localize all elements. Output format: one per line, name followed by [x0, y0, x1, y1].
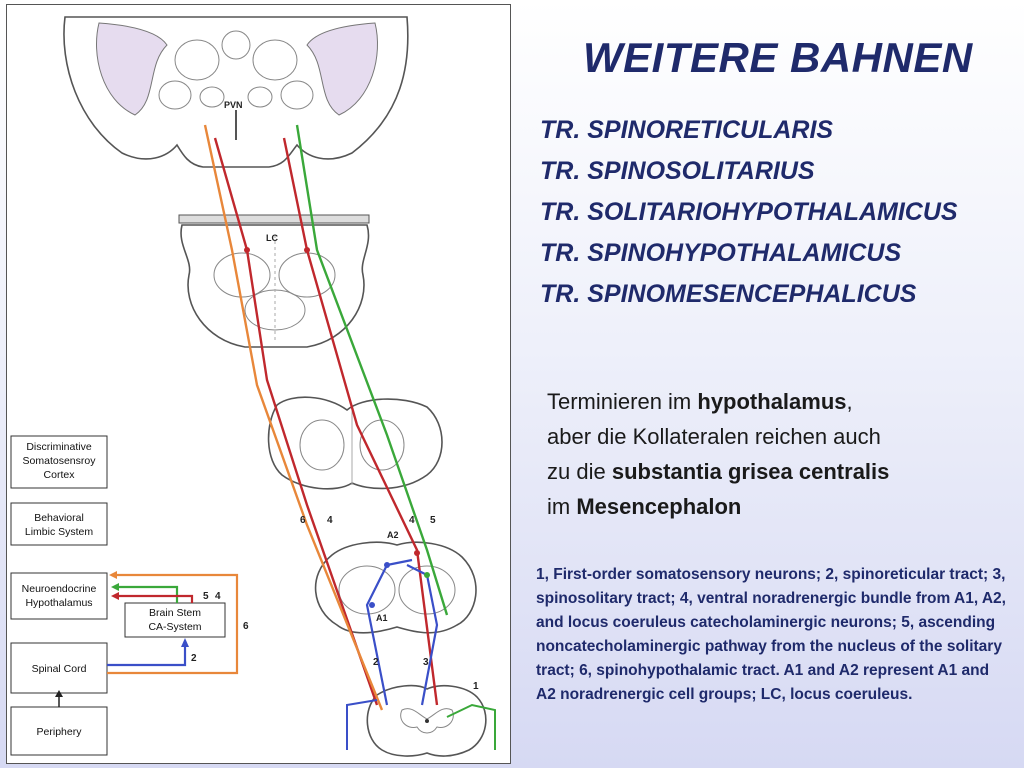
green-arrow: [119, 585, 179, 603]
a2-label: A2: [387, 530, 399, 540]
terminal-dot-5: [424, 572, 430, 578]
tract-item: TR. SPINOMESENCEPHALICUS: [540, 280, 917, 308]
red-arrow: [119, 594, 194, 603]
box-number-6: 6: [243, 621, 249, 632]
hypothalamus-tissue-right: [306, 22, 378, 116]
pathway-diagram: PVN LC A2 A1: [10, 16, 496, 757]
periphery-box: [10, 706, 108, 756]
upper-medulla-structure-1: [299, 419, 345, 471]
discriminative-line-2: Somatosensroy: [23, 455, 97, 467]
tract-item: TR. SOLITARIOHYPOTHALAMICUS: [540, 198, 958, 226]
ascending-tracts: [203, 124, 496, 750]
pons-section: LC: [178, 214, 370, 348]
brainstem-box: [124, 602, 226, 638]
discriminative-line-3: Cortex: [44, 469, 76, 481]
tract-item: TR. SPINOSOLITARIUS: [540, 157, 815, 185]
red-tract-left: [213, 137, 379, 706]
pvn-label: PVN: [224, 100, 243, 110]
periphery-label: Periphery: [37, 726, 83, 738]
peripheral-input-right: [446, 703, 496, 750]
blue-tract-right: [406, 564, 439, 706]
arrow-periphery-head: [55, 690, 63, 697]
tract-list: TR. SPINORETICULARIS TR. SPINOSOLITARIUS…: [540, 110, 958, 315]
green-arrow-head: [111, 583, 119, 591]
orange-loop: [107, 573, 239, 675]
neuroendocrine-line-1: Neuroendocrine: [22, 583, 97, 595]
path-number-2: 2: [373, 657, 379, 668]
path-number-1: 1: [473, 681, 479, 692]
peripheral-input-left: [346, 699, 378, 750]
spinal-grey-matter: [400, 708, 454, 734]
terminal-dot-1: [244, 247, 250, 253]
tract-item: TR. SPINOHYPOTHALAMICUS: [540, 239, 902, 267]
hypothalamus-nucleus-3: [221, 30, 251, 60]
hypothalamus-nucleus-7: [247, 86, 273, 108]
path-number-4-left: 4: [327, 515, 333, 526]
body-line-4: im Mesencephalon: [547, 494, 742, 519]
discriminative-box: [10, 435, 108, 489]
pons-structure-1: [213, 252, 271, 298]
upper-medulla-section: [267, 396, 443, 490]
lower-medulla-outline: [314, 541, 477, 634]
body-line-1: Terminieren im hypothalamus,: [547, 389, 853, 414]
discriminative-line-1: Discriminative: [26, 441, 92, 453]
hypothalamus-nucleus-5: [280, 80, 314, 110]
lower-medulla-structure-1: [338, 565, 396, 615]
path-number-5-right: 5: [430, 515, 436, 526]
lower-medulla-section: A2 A1: [314, 530, 477, 634]
green-tract: [295, 124, 449, 616]
slide-title: WEITERE BAHNEN: [583, 34, 973, 81]
orange-tract: [203, 124, 384, 711]
box-number-5: 5: [203, 591, 209, 602]
box-number-4: 4: [215, 591, 221, 602]
hypothalamus-nucleus-1: [174, 39, 220, 81]
box-number-2: 2: [191, 653, 197, 664]
figure-legend: 1, First-order somatosensory neurons; 2,…: [536, 566, 1006, 703]
behavioral-line-2: Limbic System: [25, 526, 94, 538]
neuroendocrine-box: [10, 572, 108, 620]
body-line-3: zu die substantia grisea centralis: [547, 459, 890, 484]
figure-panel: PVN LC A2 A1: [6, 4, 511, 764]
flow-boxes: Discriminative Somatosensroy Cortex Beha…: [10, 435, 226, 756]
brainstem-line-1: Brain Stem: [149, 607, 201, 619]
blue-arrow-head: [181, 638, 189, 647]
spinal-cord-section: [366, 684, 487, 757]
central-canal: [425, 719, 429, 723]
upper-medulla-outline: [267, 396, 443, 490]
terminal-dot-6: [369, 602, 375, 608]
path-number-3: 3: [423, 657, 429, 668]
brainstem-line-2: CA-System: [148, 621, 201, 633]
orange-loop-head: [109, 571, 117, 579]
terminal-dot-3: [414, 550, 420, 556]
lc-label: LC: [266, 233, 278, 243]
blue-arrow: [107, 645, 187, 667]
hypothalamus-nucleus-2: [252, 39, 298, 81]
flow-arrows: 5 4 6 2: [55, 571, 249, 707]
hypothalamus-section: PVN: [63, 16, 409, 168]
body-text: Terminieren im hypothalamus, aber die Ko…: [547, 384, 1007, 524]
hypothalamus-nucleus-6: [199, 86, 225, 108]
pons-top-bar: [178, 214, 370, 224]
hypothalamus-tissue-left: [96, 22, 168, 116]
lower-medulla-structure-2: [398, 565, 456, 615]
path-number-6-left: 6: [300, 515, 306, 526]
red-tract-right: [282, 137, 439, 706]
behavioral-box: [10, 502, 108, 546]
spinal-cord-box: [10, 642, 108, 694]
terminal-dot-2: [304, 247, 310, 253]
path-number-4-right: 4: [409, 515, 415, 526]
hypothalamus-nucleus-4: [158, 80, 192, 110]
tract-item: TR. SPINORETICULARIS: [540, 116, 834, 144]
blue-tract-left: [365, 558, 413, 706]
spinal-cord-label: Spinal Cord: [32, 663, 87, 675]
a1-label: A1: [376, 613, 388, 623]
path-numbers: 6 4 4 5 2 3 1: [300, 515, 479, 692]
red-arrow-head: [111, 592, 119, 600]
neuroendocrine-line-2: Hypothalamus: [25, 597, 92, 609]
body-line-2: aber die Kollateralen reichen auch: [547, 424, 881, 449]
terminal-dot-4: [384, 562, 390, 568]
behavioral-line-1: Behavioral: [34, 512, 84, 524]
